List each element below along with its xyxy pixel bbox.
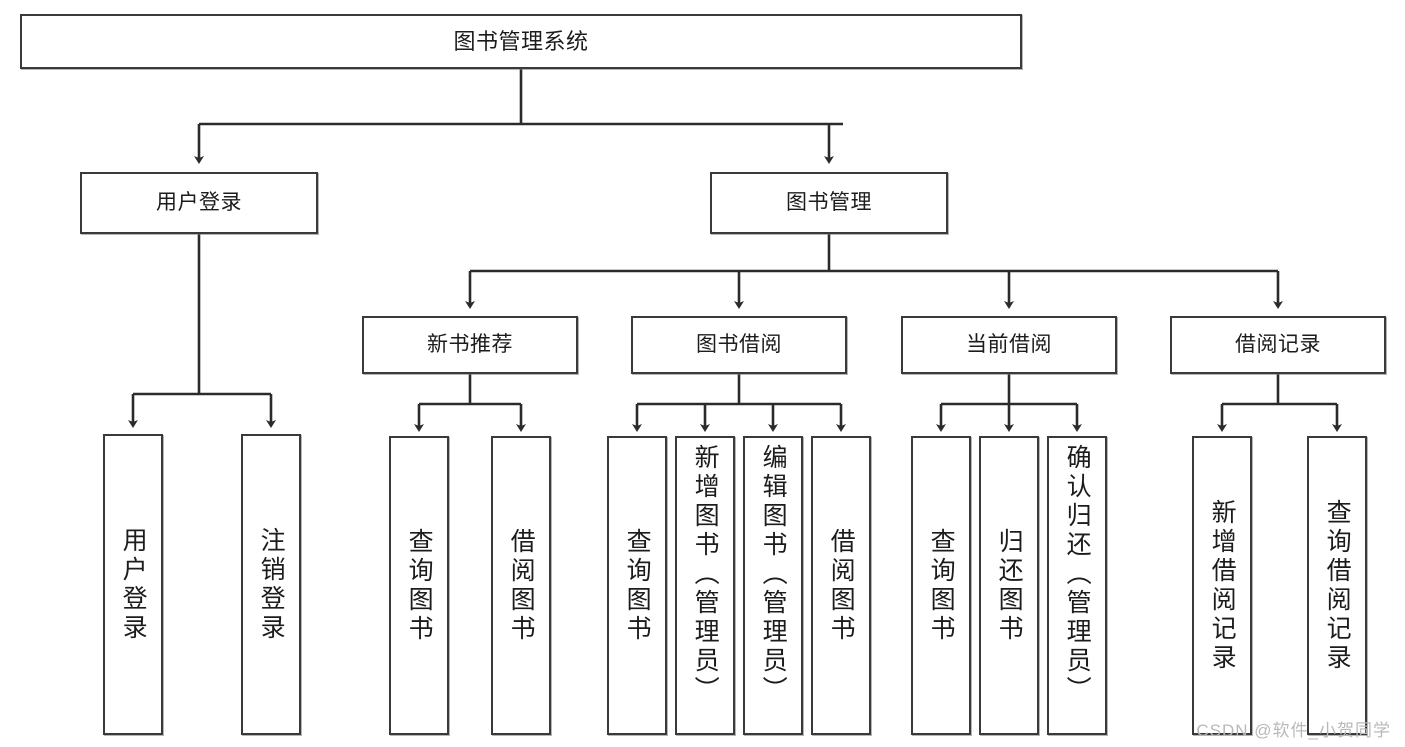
node-leaf-query-book-3-label: 查询图书 <box>927 527 956 644</box>
node-leaf-query-record[interactable]: 查询借阅记录 <box>1307 436 1367 735</box>
node-leaf-query-book-2[interactable]: 查询图书 <box>607 436 667 735</box>
node-borrow-record-label: 借阅记录 <box>1235 332 1321 356</box>
node-user-login-label: 用户登录 <box>156 190 242 214</box>
node-leaf-query-record-label: 查询借阅记录 <box>1323 498 1352 673</box>
node-leaf-user-login[interactable]: 用户登录 <box>103 434 163 735</box>
node-leaf-add-book-label: 新增图书（管理员） <box>691 444 720 705</box>
node-current-borrow-label: 当前借阅 <box>966 332 1052 356</box>
node-book-borrow-label: 图书借阅 <box>696 332 782 356</box>
node-leaf-query-book-1[interactable]: 查询图书 <box>389 436 449 735</box>
node-root-label: 图书管理系统 <box>453 28 589 54</box>
node-leaf-confirm-return[interactable]: 确认归还（管理员） <box>1047 436 1107 735</box>
node-new-book-rec-label: 新书推荐 <box>427 332 513 356</box>
csdn-watermark: CSDN @软件_小贺同学 <box>1196 721 1391 740</box>
node-book-borrow[interactable]: 图书借阅 <box>631 316 847 374</box>
node-leaf-borrow-book-2-label: 借阅图书 <box>827 527 856 644</box>
node-user-login[interactable]: 用户登录 <box>80 172 318 234</box>
node-leaf-query-book-3[interactable]: 查询图书 <box>911 436 971 735</box>
node-leaf-edit-book-label: 编辑图书（管理员） <box>759 444 788 705</box>
node-leaf-add-record[interactable]: 新增借阅记录 <box>1192 436 1252 735</box>
node-leaf-add-book[interactable]: 新增图书（管理员） <box>675 436 735 735</box>
node-book-manage[interactable]: 图书管理 <box>710 172 948 234</box>
node-leaf-add-record-label: 新增借阅记录 <box>1208 498 1237 673</box>
node-leaf-logout[interactable]: 注销登录 <box>241 434 301 735</box>
node-leaf-return-book-label: 归还图书 <box>995 527 1024 644</box>
node-leaf-user-login-label: 用户登录 <box>119 526 148 643</box>
node-borrow-record[interactable]: 借阅记录 <box>1170 316 1386 374</box>
node-leaf-borrow-book-2[interactable]: 借阅图书 <box>811 436 871 735</box>
node-leaf-query-book-2-label: 查询图书 <box>623 527 652 644</box>
node-leaf-return-book[interactable]: 归还图书 <box>979 436 1039 735</box>
node-new-book-rec[interactable]: 新书推荐 <box>362 316 578 374</box>
node-leaf-borrow-book-1-label: 借阅图书 <box>507 527 536 644</box>
node-leaf-logout-label: 注销登录 <box>257 526 286 643</box>
node-leaf-borrow-book-1[interactable]: 借阅图书 <box>491 436 551 735</box>
node-root[interactable]: 图书管理系统 <box>20 14 1022 69</box>
node-leaf-query-book-1-label: 查询图书 <box>405 527 434 644</box>
node-book-manage-label: 图书管理 <box>786 190 872 214</box>
node-current-borrow[interactable]: 当前借阅 <box>901 316 1117 374</box>
node-leaf-edit-book[interactable]: 编辑图书（管理员） <box>743 436 803 735</box>
node-leaf-confirm-return-label: 确认归还（管理员） <box>1063 444 1092 705</box>
